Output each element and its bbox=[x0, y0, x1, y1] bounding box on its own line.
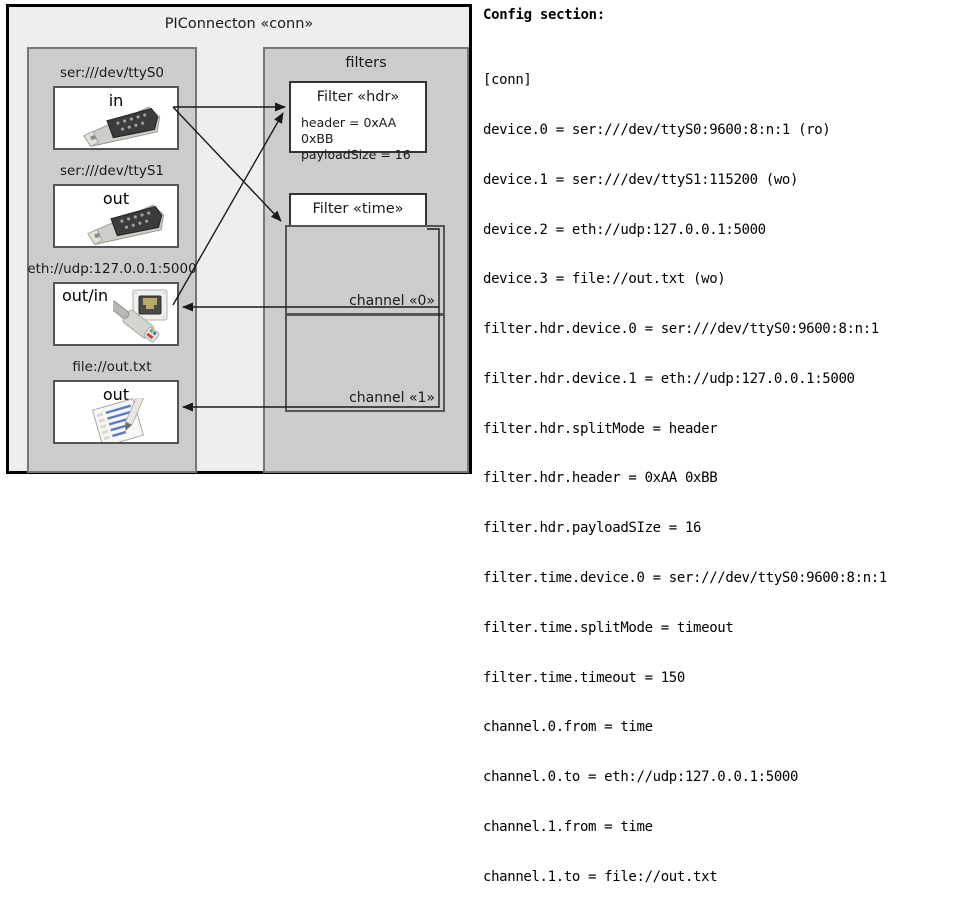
wire-in-to-time bbox=[172, 106, 282, 222]
filter-time-title: Filter «time» bbox=[312, 201, 404, 217]
device-node-eth[interactable]: out/in bbox=[53, 282, 179, 346]
serial-port-icon bbox=[83, 106, 161, 148]
diagram-title: PIConnecton «conn» bbox=[164, 16, 314, 32]
device-role-in: in bbox=[108, 91, 124, 110]
wire-channel-0 bbox=[182, 228, 440, 312]
config-line: channel.0.from = time bbox=[483, 719, 653, 736]
config-line: device.2 = eth://udp:127.0.0.1:5000 bbox=[483, 221, 766, 238]
filter-hdr-prop-header: header = 0xAA 0xBB bbox=[301, 115, 397, 146]
config-line: filter.time.device.0 = ser:///dev/ttyS0:… bbox=[483, 570, 887, 586]
ethernet-plug-icon bbox=[113, 289, 168, 343]
device-role-out-file: out bbox=[102, 385, 130, 404]
screenshot-root: PIConnecton «conn» filters ser:///dev/tt… bbox=[6, 0, 964, 885]
filter-hdr-title: Filter «hdr» bbox=[316, 89, 400, 105]
device-label-ttyS0: ser:///dev/ttyS0 bbox=[60, 65, 164, 81]
config-line: filter.hdr.device.1 = eth://udp:127.0.0.… bbox=[483, 370, 855, 387]
device-node-ttyS0[interactable]: in bbox=[53, 86, 179, 150]
filter-node-hdr[interactable]: Filter «hdr» header = 0xAA 0xBB payloadS… bbox=[289, 81, 427, 162]
config-line: filter.hdr.payloadSIze = 16 bbox=[483, 520, 702, 537]
filters-group-title: filters bbox=[345, 55, 387, 71]
config-pane: Config section: [conn] device.0 = ser://… bbox=[483, 0, 964, 885]
serial-port-icon bbox=[87, 204, 165, 246]
config-line: filter.hdr.splitMode = header bbox=[483, 420, 718, 437]
channel-1-label: channel «1» bbox=[349, 390, 435, 406]
device-label-ttyS1: ser:///dev/ttyS1 bbox=[60, 163, 164, 179]
config-line: channel.1.from = time bbox=[483, 818, 653, 835]
config-line: channel.1.to = file://out.txt bbox=[483, 868, 718, 885]
config-line: device.3 = file://out.txt (wo) bbox=[483, 271, 726, 288]
device-role-out-in: out/in bbox=[62, 286, 109, 305]
wire-eth-to-hdr bbox=[172, 112, 284, 306]
filter-hdr-prop-payload: payloadSize = 16 bbox=[301, 147, 411, 162]
config-line: channel.0.to = eth://udp:127.0.0.1:5000 bbox=[483, 769, 799, 786]
config-line: filter.time.timeout = 150 bbox=[483, 669, 685, 686]
wire-channel-1 bbox=[182, 307, 440, 412]
config-heading: Config section: bbox=[483, 7, 605, 23]
device-role-out: out bbox=[102, 189, 130, 208]
diagram-outer-frame: PIConnecton «conn» filters ser:///dev/tt… bbox=[6, 4, 472, 474]
config-line: device.0 = ser:///dev/ttyS0:9600:8:n:1 (… bbox=[483, 121, 831, 138]
device-node-ttyS1[interactable]: out bbox=[53, 184, 179, 248]
channel-0-label: channel «0» bbox=[349, 293, 435, 309]
config-text-block: [conn] device.0 = ser:///dev/ttyS0:9600:… bbox=[483, 39, 887, 918]
config-line: filter.hdr.device.0 = ser:///dev/ttyS0:9… bbox=[483, 321, 879, 338]
device-node-file[interactable]: out bbox=[53, 380, 179, 444]
channel-box-0: channel «0» bbox=[285, 225, 445, 315]
config-line: device.1 = ser:///dev/ttyS1:115200 (wo) bbox=[483, 171, 799, 188]
config-line: filter.hdr.header = 0xAA 0xBB bbox=[483, 470, 718, 487]
config-line: filter.time.splitMode = timeout bbox=[483, 619, 734, 636]
config-line: [conn] bbox=[483, 72, 532, 89]
connector-wires bbox=[172, 102, 440, 412]
device-label-eth: eth://udp:127.0.0.1:5000 bbox=[27, 261, 197, 277]
channel-box-1: channel «1» bbox=[285, 314, 445, 412]
device-label-file: file://out.txt bbox=[72, 359, 152, 375]
text-file-icon bbox=[91, 398, 145, 442]
